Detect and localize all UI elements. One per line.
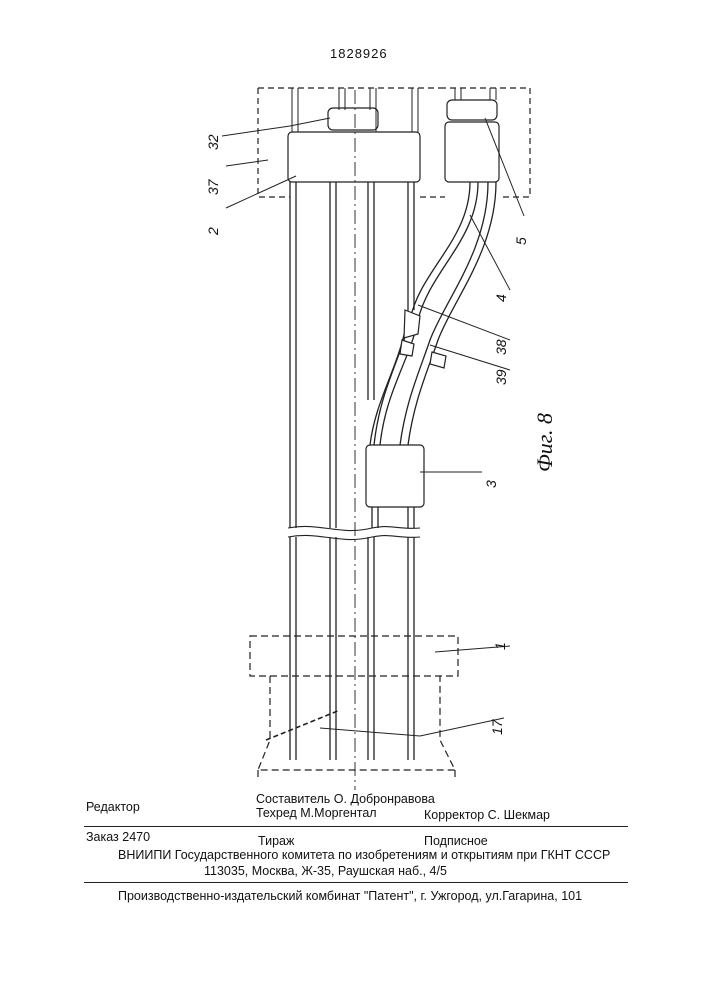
break-line-bottom [288, 535, 420, 539]
techred: Техред М.Моргентал [256, 806, 377, 820]
institute: ВНИИПИ Государственного комитета по изоб… [118, 848, 610, 862]
corrector: Корректор С. Шекмар [424, 808, 550, 822]
composer: Составитель О. Добронравова [256, 792, 435, 806]
break-line-top [288, 526, 420, 530]
branch-marker [404, 310, 420, 338]
figure-caption: Фиг. 8 [532, 413, 557, 472]
technical-drawing-fig-8: 32 37 2 5 4 38 39 3 1 17 Фиг. 8 [0, 0, 707, 800]
bottom-housing-17 [258, 676, 455, 780]
order-number: Заказ 2470 [86, 830, 150, 844]
label-1: 1 [492, 642, 508, 650]
rule-top [84, 826, 628, 827]
label-38: 38 [493, 339, 509, 355]
label-39: 39 [493, 369, 509, 385]
publisher: Производственно-издательский комбинат "П… [118, 889, 582, 903]
rule-bottom [84, 882, 628, 883]
label-32: 32 [205, 134, 221, 150]
block-3 [366, 445, 424, 507]
label-2: 2 [205, 227, 221, 236]
label-3: 3 [483, 480, 499, 488]
connector-32 [328, 108, 378, 130]
tubes-lower [290, 537, 414, 760]
label-37: 37 [205, 178, 221, 195]
curved-tubes [370, 182, 496, 445]
circulation: Тираж [258, 834, 294, 848]
subscription: Подписное [424, 834, 488, 848]
connector-5-ring [447, 100, 497, 120]
label-5: 5 [513, 237, 529, 245]
label-4: 4 [493, 294, 509, 302]
top-right-housing-outline [440, 88, 530, 197]
address: 113035, Москва, Ж-35, Раушская наб., 4/5 [204, 864, 447, 878]
block-5 [445, 122, 499, 182]
bottom-housing-1 [250, 636, 458, 676]
label-17: 17 [489, 718, 505, 735]
block-2 [288, 132, 420, 182]
editor-label: Редактор [86, 800, 140, 814]
